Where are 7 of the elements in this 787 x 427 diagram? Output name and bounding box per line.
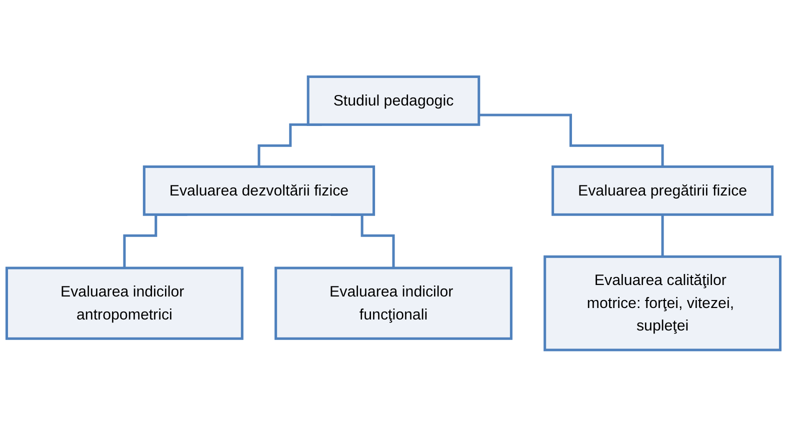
node-box: Evaluarea dezvoltării fizice — [142, 166, 376, 216]
connector — [661, 214, 664, 258]
node-box: Evaluarea indicilor antropometrici — [5, 266, 244, 340]
node-box: Evaluarea pregătirii fizice — [552, 166, 774, 216]
node-box: Studiul pedagogic — [306, 76, 480, 126]
node-box: Evaluarea indicilor funcţionali — [274, 266, 512, 340]
node-box: Evaluarea calităţilor motrice: forţei, vitezei, supleţei — [544, 256, 782, 352]
